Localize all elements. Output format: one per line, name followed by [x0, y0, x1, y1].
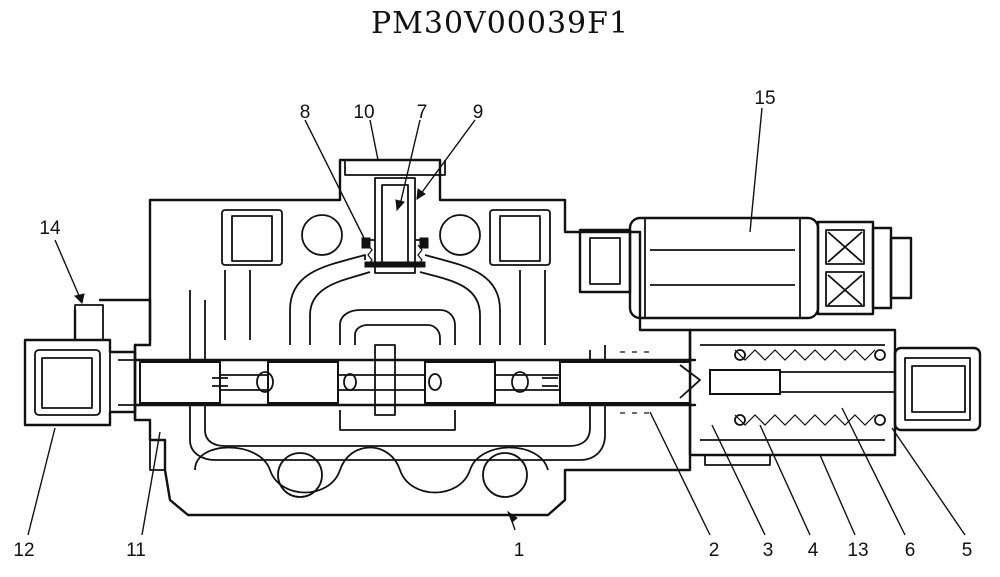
callout-14: 14: [39, 218, 61, 239]
callout-2: 2: [709, 540, 720, 561]
internal-passages: [189, 254, 606, 461]
callout-9: 9: [473, 102, 484, 123]
callout-5: 5: [962, 540, 973, 561]
drawing-code: PM30V00039F1: [370, 6, 630, 41]
callout-labels: 1 2 3 4 5 6 7 8 9 10 11 12 13 14 15: [13, 88, 972, 561]
callout-8: 8: [300, 102, 311, 123]
callout-3: 3: [763, 540, 774, 561]
callout-12: 12: [13, 540, 34, 561]
check-valve: [344, 160, 446, 274]
callout-4: 4: [808, 540, 819, 561]
callout-13: 13: [847, 540, 868, 561]
callout-1: 1: [514, 540, 525, 561]
left-end-cap: [23, 298, 165, 471]
callout-11: 11: [126, 540, 146, 561]
callout-7: 7: [417, 102, 428, 123]
spool: [133, 343, 701, 422]
spring-housing: [688, 328, 982, 466]
solenoid: [578, 216, 913, 320]
leader-lines: [27, 107, 966, 536]
callout-6: 6: [905, 540, 916, 561]
callout-15: 15: [754, 88, 775, 109]
valve-body: [133, 158, 692, 517]
callout-10: 10: [353, 102, 374, 123]
